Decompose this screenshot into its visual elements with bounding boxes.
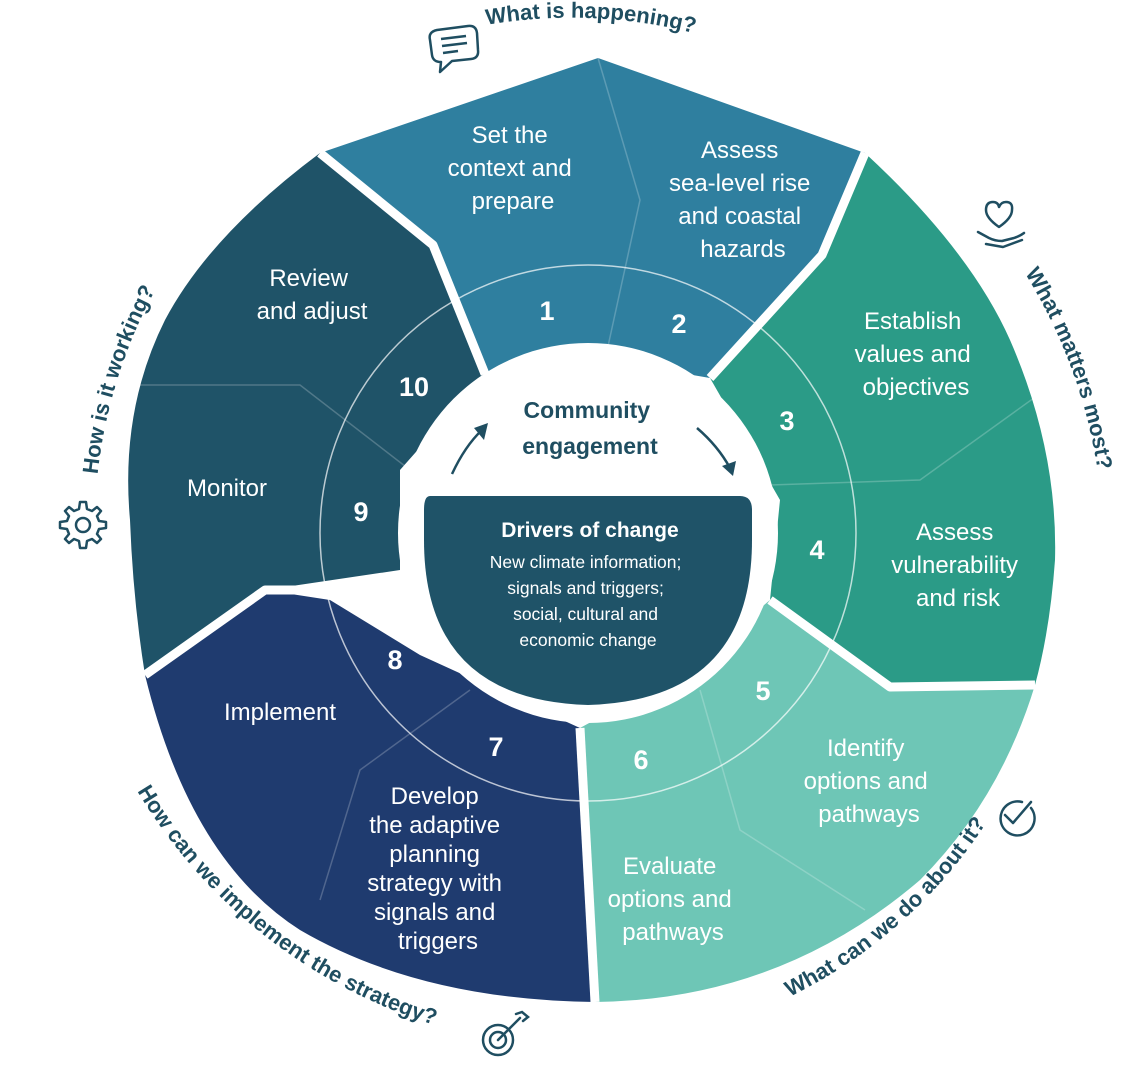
target-arrow-icon <box>481 1010 530 1057</box>
speech-bubble-icon <box>428 24 480 74</box>
sector-implement-strategy <box>145 590 595 1002</box>
sector-what-can-we-do <box>580 600 1035 1002</box>
stage-10-number: 10 <box>399 372 429 402</box>
stage-2-label: Assess sea-level rise and coastal hazard… <box>669 137 817 263</box>
stage-6-number: 6 <box>633 745 648 775</box>
stage-6-label: Evaluate options and pathways <box>608 853 739 946</box>
stage-8-number: 8 <box>387 645 402 675</box>
stage-7-number: 7 <box>488 732 503 762</box>
stage-2-number: 2 <box>671 309 686 339</box>
stage-1-number: 1 <box>539 296 554 326</box>
stage-10-label: Review and adjust <box>257 265 368 325</box>
group-separators <box>142 149 1036 1003</box>
stage-5-label: Identify options and pathways <box>804 735 935 828</box>
stage-3-number: 3 <box>779 406 794 436</box>
arrowhead-right <box>722 461 736 476</box>
stage-4-label: Assess vulnerability and risk <box>891 519 1024 612</box>
stage-1-label: Set the context and prepare <box>448 122 579 215</box>
stage-dividers <box>130 57 1046 911</box>
stage-labels: Set the context and prepare Assess sea-l… <box>187 122 1024 955</box>
question-what-is-happening: What is happening? <box>484 0 699 38</box>
stage-9-number: 9 <box>353 497 368 527</box>
stage-9-label: Monitor <box>187 475 267 502</box>
heart-hand-icon <box>976 200 1026 249</box>
stage-numbers: 1 2 3 4 5 6 7 8 9 10 <box>353 296 824 775</box>
gear-icon <box>58 500 108 550</box>
drivers-of-change-title: Drivers of change <box>501 519 678 542</box>
drivers-of-change-box <box>424 496 752 705</box>
stage-3-label: Establish values and objectives <box>855 308 978 401</box>
drivers-of-change-text: New climate information; signals and tri… <box>490 552 686 650</box>
stage-4-number: 4 <box>809 535 824 565</box>
stage-7-label: Develop the adaptive planning strategy w… <box>367 783 508 955</box>
checkmark-circle-icon <box>999 800 1036 837</box>
inner-ring <box>319 264 857 802</box>
stage-5-number: 5 <box>755 676 770 706</box>
community-engagement-label: Community engagement <box>522 397 658 459</box>
arrowhead-left <box>474 423 488 440</box>
stage-8-label: Implement <box>224 699 336 726</box>
sector-how-is-it-working <box>128 153 485 675</box>
